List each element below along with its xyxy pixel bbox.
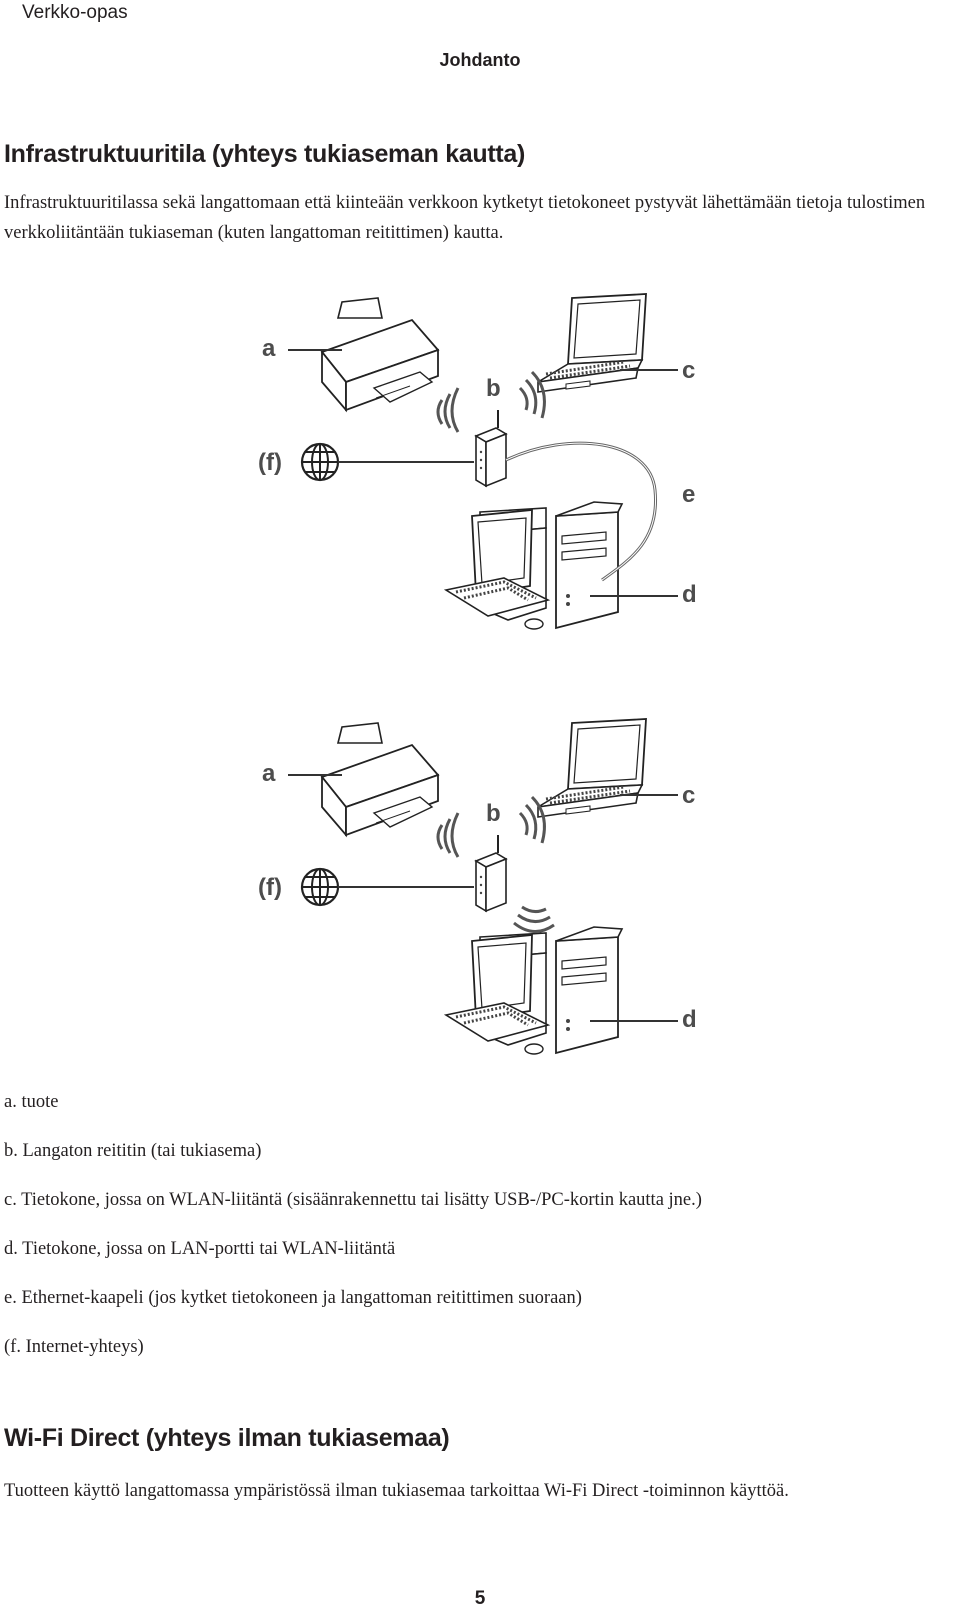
label-f: (f) bbox=[258, 449, 282, 476]
label-c: c bbox=[682, 357, 695, 384]
network-diagram-wireless-svg: a b c d (f) bbox=[258, 717, 697, 1056]
printer-icon bbox=[321, 297, 439, 411]
wireless-signal-icon bbox=[518, 795, 546, 845]
globe-icon bbox=[300, 442, 340, 482]
desktop-computer-icon bbox=[444, 925, 624, 1056]
globe-icon bbox=[300, 867, 340, 907]
label-c: c bbox=[682, 782, 695, 809]
network-diagram-wired: a b c d e (f) bbox=[250, 290, 730, 670]
section-body-wifi-direct: Tuotteen käyttö langattomassa ympäristös… bbox=[4, 1481, 789, 1501]
running-head: Verkko-opas bbox=[22, 2, 128, 23]
wireless-signal-icon bbox=[513, 905, 555, 933]
printer-icon bbox=[321, 722, 439, 836]
label-a: a bbox=[262, 760, 276, 787]
legend-item-c: c. Tietokone, jossa on WLAN-liitäntä (si… bbox=[4, 1190, 702, 1210]
section-body-infrastructure: Infrastruktuuritilassa sekä langattomaan… bbox=[4, 193, 926, 243]
legend-item-f: (f. Internet-yhteys) bbox=[4, 1337, 144, 1357]
network-diagram-wired-svg: a b c d e (f) bbox=[258, 292, 697, 631]
chapter-title: Johdanto bbox=[439, 50, 521, 70]
label-b: b bbox=[486, 800, 501, 827]
section-title-wifi-direct: Wi-Fi Direct (yhteys ilman tukiasemaa) bbox=[4, 1424, 450, 1452]
wireless-signal-icon bbox=[436, 386, 460, 434]
router-icon bbox=[475, 409, 507, 487]
page-number: 5 bbox=[474, 1588, 486, 1609]
label-d: d bbox=[682, 581, 697, 608]
legend-item-d: d. Tietokone, jossa on LAN-portti tai WL… bbox=[4, 1239, 396, 1259]
wireless-signal-icon bbox=[518, 370, 546, 420]
laptop-icon bbox=[536, 717, 648, 819]
label-f: (f) bbox=[258, 874, 282, 901]
section-title-infrastructure: Infrastruktuuritila (yhteys tukiaseman k… bbox=[4, 140, 526, 168]
desktop-computer-icon bbox=[444, 500, 624, 631]
router-icon bbox=[475, 834, 507, 912]
label-a: a bbox=[262, 335, 276, 362]
label-d: d bbox=[682, 1006, 697, 1033]
legend-item-b: b. Langaton reititin (tai tukiasema) bbox=[4, 1141, 262, 1161]
label-e: e bbox=[682, 481, 695, 508]
legend-item-a: a. tuote bbox=[4, 1092, 59, 1112]
wireless-signal-icon bbox=[436, 811, 460, 859]
network-diagram-wireless: a b c d (f) bbox=[250, 715, 730, 1095]
legend-item-e: e. Ethernet-kaapeli (jos kytket tietokon… bbox=[4, 1288, 582, 1308]
label-b: b bbox=[486, 375, 501, 402]
laptop-icon bbox=[536, 292, 648, 394]
